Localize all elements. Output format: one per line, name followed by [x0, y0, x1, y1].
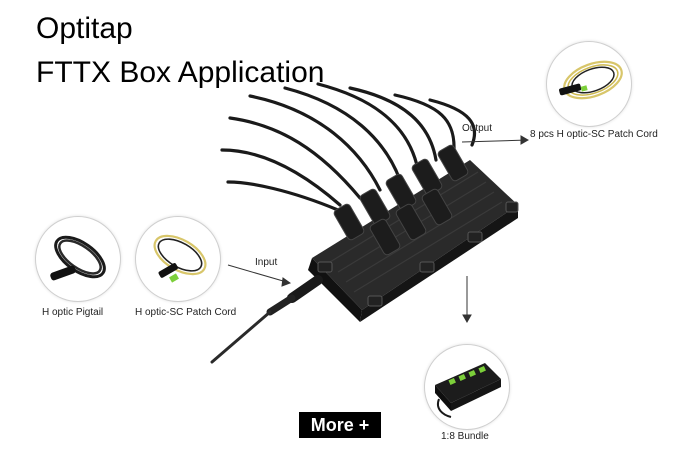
patch-cord-coil-icon — [559, 60, 623, 100]
input-label: Input — [255, 257, 278, 268]
open-box-icon — [435, 363, 501, 418]
pigtail-cable-icon — [50, 235, 106, 281]
patch-cord-coil-icon — [153, 234, 207, 283]
pigtail-label: H optic Pigtail — [42, 307, 104, 318]
output-patch-cord-thumbnail — [546, 41, 632, 127]
patch-cord-label: H optic-SC Patch Cord — [135, 307, 237, 318]
title-line-1: Optitap — [36, 12, 133, 45]
arrows — [227, 135, 530, 324]
bundle-thumbnail — [424, 344, 510, 430]
pigtail-thumbnail — [35, 216, 121, 302]
input-cable — [210, 275, 323, 364]
more-button[interactable]: More + — [299, 412, 381, 438]
title-line-2: FTTX Box Application — [36, 56, 325, 89]
output-cables — [220, 82, 477, 212]
bundle-label: 1:8 Bundle — [441, 431, 489, 442]
output-item-label: 8 pcs H optic-SC Patch Cord — [530, 129, 658, 140]
patch-cord-thumbnail — [135, 216, 221, 302]
fttx-box — [308, 144, 519, 322]
output-label: Output — [462, 123, 493, 134]
